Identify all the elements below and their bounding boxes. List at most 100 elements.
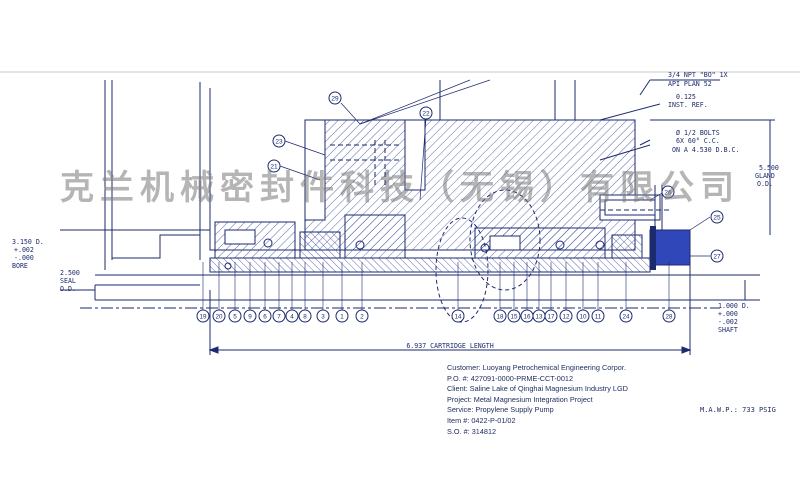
balloon-19: 19 (196, 262, 210, 323)
bore-dim-line4: BORE (12, 262, 28, 270)
balloon-label: 17 (547, 313, 555, 320)
inst-ref-line1: 0.125 (676, 93, 696, 101)
balloon-12: 12 (559, 262, 573, 323)
info-customer: Customer: Luoyang Petrochemical Engineer… (447, 363, 626, 372)
balloon-label: 6 (263, 313, 267, 320)
balloon-18: 18 (493, 262, 507, 323)
npt-annotation-line2: API PLAN 52 (668, 80, 712, 88)
balloon-label: 5 (233, 313, 237, 320)
balloon-15: 15 (507, 262, 521, 323)
info-project: Project: Metal Magnesium Integration Pro… (447, 394, 593, 404)
balloon-label: 11 (595, 313, 602, 320)
shaft-dim-line4: SHAFT (718, 326, 738, 334)
balloon-label: 16 (523, 313, 531, 320)
balloon-10: 10 (576, 262, 590, 323)
balloon-label: 12 (562, 313, 570, 320)
balloon-4: 4 (285, 262, 299, 323)
balloon-14: 14 (451, 262, 465, 323)
inst-ref-line2: INST. REF. (668, 101, 708, 109)
detail-ellipse-left (435, 217, 489, 323)
balloon-13: 13 (532, 262, 546, 323)
balloon-5: 5 (228, 262, 242, 323)
svg-text:26: 26 (664, 190, 672, 197)
balloon-1: 1 (335, 262, 349, 323)
pump-housing (94, 80, 305, 300)
balloon-21: 21 (267, 159, 281, 173)
balloon-label: 18 (496, 313, 504, 320)
leader-lines (279, 79, 711, 257)
balloon-23: 23 (272, 134, 286, 148)
dimension-lines (60, 79, 775, 355)
cartridge-length-label: 6.937 CARTRIDGE LENGTH (406, 342, 493, 350)
balloon-16: 16 (520, 262, 534, 323)
balloon-20: 20 (212, 262, 226, 323)
info-service: Service: Propylene Supply Pump (447, 405, 554, 415)
svg-text:21: 21 (270, 164, 278, 171)
port-hidden-lines (330, 140, 670, 211)
info-item: Item #: 0422-P-01/02 (447, 415, 516, 425)
bore-dim-line2: +.002 (14, 246, 34, 254)
npt-annotation-line1: 3/4 NPT "BO" 1X (668, 71, 728, 79)
detail-ellipse-right (469, 189, 541, 291)
bolts-line2: 6X 60° C.C. (676, 137, 720, 145)
seal-dim-line1: 2.500 (60, 269, 80, 277)
seal-dim-line3: O.D. (60, 285, 76, 293)
svg-text:23: 23 (275, 139, 283, 146)
project-info-block: Customer: Luoyang Petrochemical Engineer… (447, 363, 687, 437)
info-so: S.O. #: 314812 (447, 426, 497, 436)
balloon-label: 7 (277, 313, 281, 320)
balloon-29: 29 (328, 91, 342, 105)
balloon-label: 9 (248, 313, 252, 320)
balloon-27: 27 (710, 249, 724, 263)
svg-text:29: 29 (331, 96, 339, 103)
balloon-label: 4 (290, 313, 294, 320)
shaft-sleeve (95, 257, 700, 301)
bolts-line1: Ø 1/2 BOLTS (676, 129, 720, 137)
shaft-dim-line2: +.000 (718, 310, 738, 318)
svg-text:25: 25 (713, 215, 721, 222)
gland-dim-line3: O.D. (757, 180, 773, 188)
balloon-label: 1 (340, 313, 344, 320)
shaft-dim-line1: 1.000 D. (718, 302, 750, 310)
shaft-dim-line3: -.002 (718, 318, 738, 326)
balloon-22: 22 (419, 106, 433, 120)
balloon-17: 17 (544, 262, 558, 323)
balloon-9: 9 (243, 262, 257, 323)
balloon-label: 2 (360, 313, 364, 320)
balloon-8: 8 (298, 262, 312, 323)
balloon-25: 25 (710, 210, 724, 224)
balloon-28: 28 (662, 262, 676, 323)
svg-text:27: 27 (713, 254, 721, 261)
balloon-3: 3 (316, 262, 330, 323)
bore-dim-line1: 3.150 D. (12, 238, 44, 246)
balloon-label: 14 (454, 313, 462, 320)
balloon-label: 24 (622, 313, 630, 320)
bolts-line3: ON A 4.530 D.B.C. (672, 146, 740, 154)
balloon-label: 19 (199, 313, 207, 320)
gland-dim-line1: 5.500 (759, 164, 779, 172)
balloon-26: 26 (661, 185, 675, 199)
svg-text:22: 22 (422, 111, 430, 118)
balloon-label: 20 (215, 313, 223, 320)
balloon-11: 11 (591, 262, 605, 323)
mawp-label: M.A.W.P.: 733 PSIG (700, 406, 776, 414)
balloon-2: 2 (355, 262, 369, 323)
bolt-part (650, 226, 656, 270)
balloon-label: 3 (321, 313, 325, 320)
balloon-label: 15 (510, 313, 518, 320)
balloon-label: 28 (665, 313, 673, 320)
balloon-6: 6 (258, 262, 272, 323)
balloon-7: 7 (272, 262, 286, 323)
info-client: Client: Saline Lake of Qinghai Magnesium… (447, 384, 628, 394)
balloon-24: 24 (619, 262, 633, 323)
inboard-seal-assembly (214, 214, 406, 270)
balloon-label: 8 (303, 313, 307, 320)
gland-dim-line2: GLAND (755, 172, 775, 180)
seal-ring-part (649, 229, 691, 266)
info-po: P.O. #: 427091-0000-PRME-CCT-0012 (447, 373, 574, 383)
balloon-label: 13 (535, 313, 543, 320)
bore-dim-line3: -.000 (14, 254, 34, 262)
seal-dim-line2: SEAL (60, 277, 76, 285)
